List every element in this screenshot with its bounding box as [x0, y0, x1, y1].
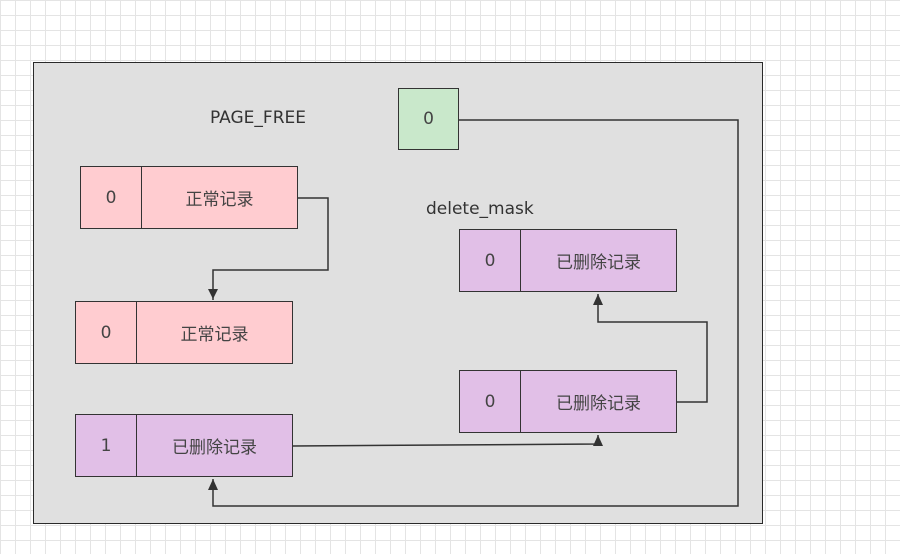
normal-record-1: 0 正常记录 — [80, 166, 298, 229]
next-deleted-link — [292, 435, 599, 447]
page-free-link — [212, 119, 739, 507]
next-deleted-link-2 — [597, 294, 708, 403]
delete-flag: 0 — [76, 302, 137, 363]
record-text: 正常记录 — [180, 325, 249, 345]
deleted-record-1: 1 已删除记录 — [75, 414, 293, 477]
deleted-record-3: 0 已删除记录 — [459, 229, 677, 292]
delete-flag: 0 — [81, 167, 142, 228]
normal-record-2: 0 正常记录 — [75, 301, 293, 364]
next-record-link — [212, 197, 329, 300]
record-text: 已删除记录 — [172, 438, 257, 458]
page-free-pointer: 0 — [398, 88, 459, 150]
delete-flag: 1 — [76, 415, 137, 476]
delete-flag: 0 — [460, 230, 521, 291]
delete-flag: 0 — [460, 371, 521, 432]
record-text: 已删除记录 — [556, 253, 641, 273]
deleted-record-2: 0 已删除记录 — [459, 370, 677, 433]
delete-mask-label: delete_mask — [426, 199, 534, 219]
record-text: 正常记录 — [185, 190, 254, 210]
record-text: 已删除记录 — [556, 394, 641, 414]
page-free-label: PAGE_FREE — [210, 108, 306, 128]
